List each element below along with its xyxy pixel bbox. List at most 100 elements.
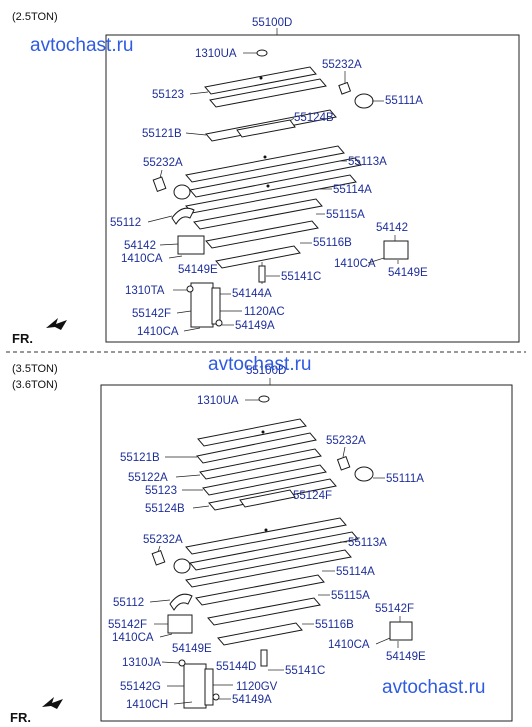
washer-54149a [212,693,220,701]
label-55115a: 55115A [326,209,365,221]
label-55232a-mid: 55232A [143,157,183,169]
leaf-55116b [215,245,301,269]
bushing-55232a-mid [152,176,167,192]
label-55142f-right: 55142F [375,603,414,615]
label-55232a-top: 55232A [322,59,362,71]
label-55124b: 55124B [145,503,185,515]
leaf-upper-main [185,145,345,183]
clamp-left [177,235,205,255]
label-55141c: 55141C [281,271,321,283]
leaf-main-2 [185,549,352,588]
leaf-55114a [193,198,323,230]
front-direction-label: FR. [12,331,33,346]
bushing-55232a-top [338,81,352,95]
clamp-left [167,614,193,634]
label-1120gv: 1120GV [236,681,278,693]
label-55123: 55123 [145,485,177,497]
leaf-upper [209,78,327,108]
label-54149e-right: 54149E [388,267,428,279]
label-1410ca-left: 1410CA [112,632,154,644]
leaf-55121b [196,432,317,464]
label-55114a: 55114A [333,184,372,196]
label-54149e-right: 54149E [386,651,426,663]
nut-1310ua [256,49,268,57]
rear-eye [354,93,374,109]
label-1410ca-right: 1410CA [334,258,376,270]
front-eye [173,558,191,574]
leaf-upper-main [185,517,347,555]
leaf-stack [185,66,362,269]
washer-54149a [215,319,223,327]
capacity-label-a: (3.5TON) [12,363,58,375]
label-54149e-left: 54149E [178,264,218,276]
label-55124f: 55124F [293,490,332,502]
leaf-top [197,418,307,447]
capacity-label: (2.5TON) [12,11,58,23]
u-bolt-plate-55142g [183,663,207,709]
label-54149a: 54149A [232,694,272,706]
front-eye [173,184,191,200]
center-bolt-55141c [260,649,268,667]
label-1310ua: 1310UA [195,48,237,60]
label-55124b: 55124B [294,112,334,124]
assembly-number: 55100D [246,365,286,377]
capacity-label-b: (3.6TON) [12,379,58,391]
assembly-frame [105,34,520,343]
leaf-55113a [189,157,362,198]
front-arrow-icon [42,697,63,709]
label-55142f-left: 55142F [108,619,147,631]
label-55116b: 55116B [315,619,354,631]
nut-1310ta [186,285,194,293]
front-arrow-icon [46,318,67,330]
label-54142-left: 54142 [124,240,156,252]
center-bolt-55141c [258,265,266,283]
label-55111a: 55111A [385,95,423,107]
label-1410ca-left: 1410CA [121,253,163,265]
label-55121b: 55121B [142,128,182,140]
assembly-frame [100,384,513,722]
label-55142g: 55142G [120,681,161,693]
leaf-55112-curl [171,207,195,225]
label-55111a: 55111A [386,473,424,485]
assembly-number: 55100D [252,17,292,29]
label-1310ja: 1310JA [122,657,161,669]
leaf-55122a [199,448,322,480]
label-1410ch: 1410CH [126,699,168,711]
label-55115a: 55115A [331,590,370,602]
label-55141c: 55141C [285,665,325,677]
leaf-55115a [205,220,319,249]
watermark-bottom: avtochast.ru [382,677,486,698]
label-54144a: 54144A [232,288,272,300]
clamp-right [383,240,409,260]
label-55122a: 55122A [128,472,168,484]
bushing-55232a-top [336,455,351,471]
label-54149a: 54149A [235,320,275,332]
leaf-55124b [236,119,296,138]
label-55112: 55112 [113,597,144,609]
leaf-55123 [202,464,327,496]
label-54149e-left: 54149E [172,643,212,655]
label-55112: 55112 [110,217,141,229]
leaf-55123 [204,66,317,95]
leaf-55124f [239,489,296,508]
section-3-5-ton: (3.5TON) (3.6TON) 55100D avtochast.ru [10,354,513,725]
label-1310ta: 1310TA [125,285,165,297]
nut-1310ja [178,659,186,667]
u-bolt-plate-55142f [190,282,214,328]
label-55123: 55123 [152,89,184,101]
leaf-55113a [189,531,359,571]
nut-1310ua [258,395,270,403]
label-55113a: 55113A [348,156,387,168]
rear-eye [354,466,374,482]
u-bolt-plate-side [211,287,221,325]
front-direction-label: FR. [10,710,31,725]
leaf-55112-curl [169,593,193,611]
label-1410ca-right: 1410CA [328,639,370,651]
bushing-55232a-mid [151,550,166,566]
label-55144d: 55144D [216,661,256,673]
label-55116b: 55116B [313,237,352,249]
label-55121b: 55121B [120,452,160,464]
label-55232a-mid: 55232A [143,534,183,546]
label-55113a: 55113A [348,537,387,549]
